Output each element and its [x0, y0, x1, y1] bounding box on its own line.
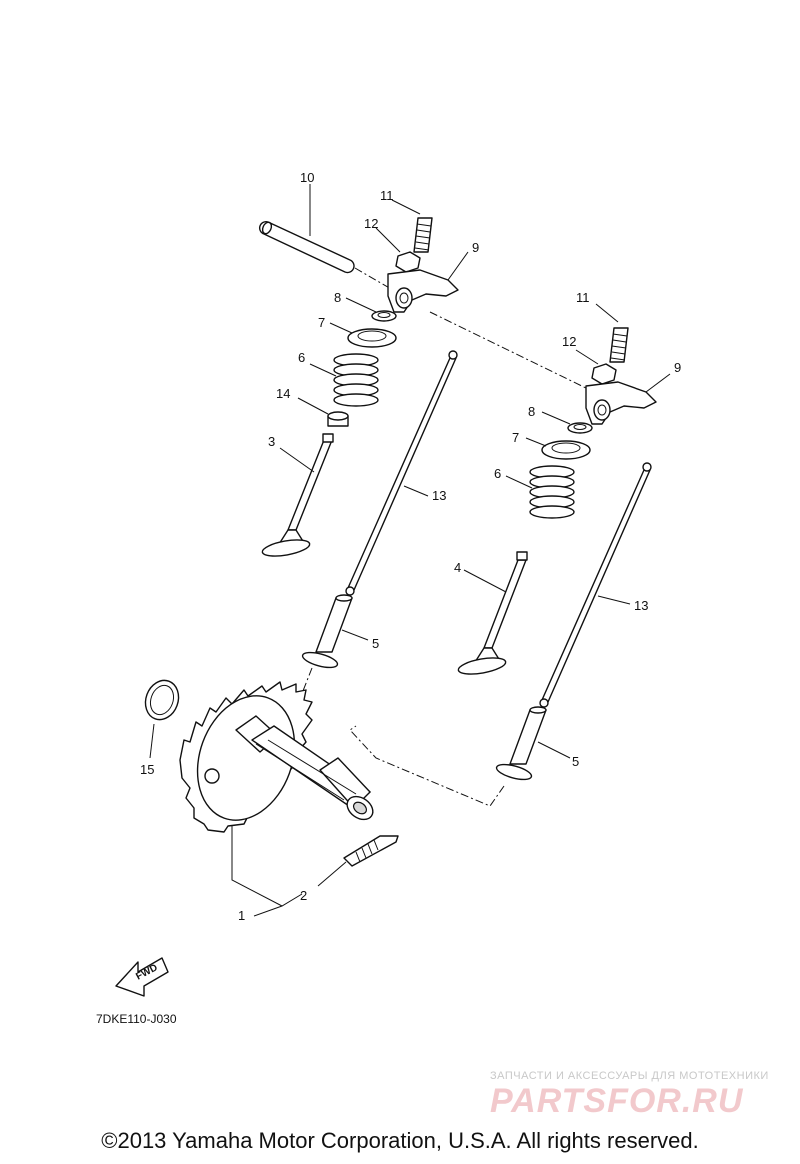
valve-spring-right: [529, 465, 575, 519]
push-rod-right: [539, 462, 652, 708]
adjusting-screw-right: [609, 327, 629, 363]
callout-1: 1: [238, 908, 245, 923]
rocker-shaft: [258, 220, 355, 274]
callout-8-left: 8: [334, 290, 341, 305]
valve-lifter-right: [495, 706, 547, 781]
callout-13-left: 13: [432, 488, 446, 503]
forward-direction-arrow: [115, 957, 169, 997]
watermark-logo: PARTSFOR.RU: [490, 1082, 744, 1120]
callout-13-right: 13: [634, 598, 648, 613]
callout-2: 2: [300, 888, 307, 903]
camshaft-gear: [179, 681, 313, 833]
intake-valve: [261, 433, 334, 557]
rocker-arm-right: [585, 381, 657, 425]
callout-12-right: 12: [562, 334, 576, 349]
callout-4: 4: [454, 560, 461, 575]
callout-10: 10: [300, 170, 314, 185]
callout-9-right: 9: [674, 360, 681, 375]
callout-7-left: 7: [318, 315, 325, 330]
callout-3: 3: [268, 434, 275, 449]
diagram-code: 7DKE110-J030: [96, 1012, 177, 1026]
locknut-right: [591, 363, 617, 385]
callout-11-right: 11: [576, 290, 590, 305]
camshaft: [235, 715, 374, 821]
watermark-tagline: ЗАПЧАСТИ И АКСЕССУАРЫ ДЛЯ МОТОТЕХНИКИ: [490, 1070, 769, 1082]
spring-retainer-left: [347, 328, 397, 348]
callout-11-left: 11: [380, 188, 394, 203]
callout-6-right: 6: [494, 466, 501, 481]
callout-12-left: 12: [364, 216, 378, 231]
callout-8-right: 8: [528, 404, 535, 419]
adjusting-screw-left: [413, 217, 433, 253]
spring-retainer-right: [541, 440, 591, 460]
valve-lifter-left: [301, 594, 353, 669]
push-rod-left: [345, 350, 458, 596]
callout-15: 15: [140, 762, 154, 777]
rocker-arm-left: [387, 269, 459, 313]
locknut-left: [395, 251, 421, 273]
exhaust-valve: [457, 551, 528, 675]
valve-cotter-right: [567, 422, 593, 434]
valve-stem-seal: [327, 411, 349, 427]
decompressor-spring: [343, 835, 399, 867]
valve-cotter-left: [371, 310, 397, 322]
callout-14: 14: [276, 386, 290, 401]
washer: [144, 679, 180, 721]
callout-9-left: 9: [472, 240, 479, 255]
callout-6-left: 6: [298, 350, 305, 365]
callout-5-right: 5: [572, 754, 579, 769]
callout-5-left: 5: [372, 636, 379, 651]
valve-spring-left: [333, 353, 379, 407]
callout-7-right: 7: [512, 430, 519, 445]
copyright-notice: ©2013 Yamaha Motor Corporation, U.S.A. A…: [101, 1128, 699, 1153]
